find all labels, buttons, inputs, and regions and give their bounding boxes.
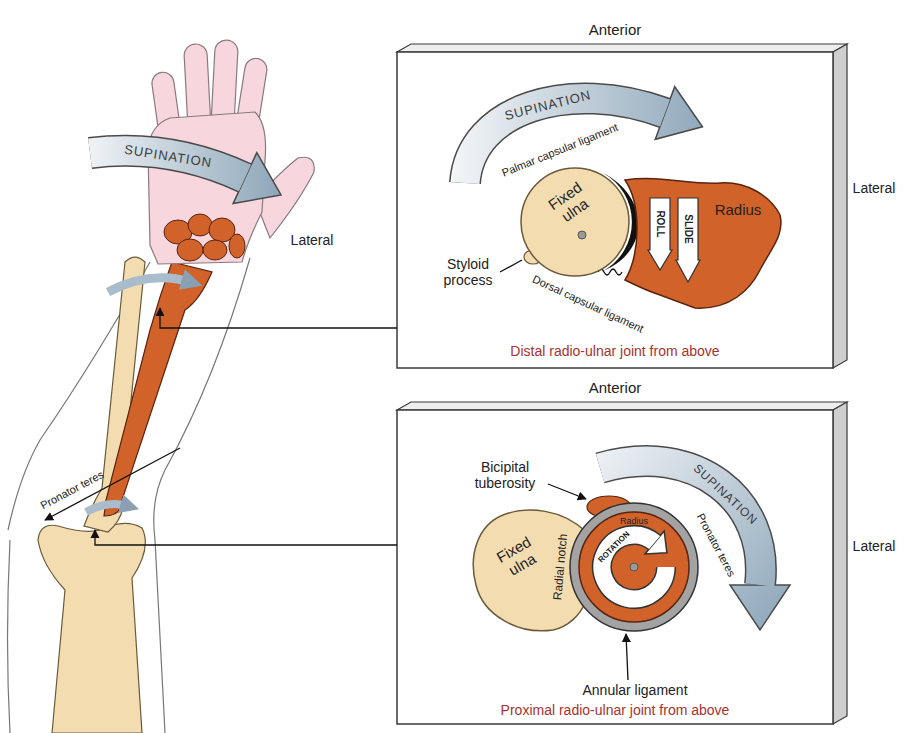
arm-illustration — [86, 504, 128, 512]
arm-illustration — [229, 234, 245, 258]
leader-line — [95, 260, 628, 680]
leader-line — [626, 634, 628, 680]
rotation-arrow — [586, 519, 682, 615]
panel-frame — [833, 44, 847, 368]
arrow-label: ROLL — [654, 210, 666, 237]
panel-frame — [833, 402, 847, 724]
supination-arrow — [80, 118, 290, 218]
direction-label: Lateral — [291, 232, 334, 248]
direction-label: Lateral — [853, 538, 896, 554]
direction-label: Lateral — [853, 180, 896, 196]
arm-illustration — [38, 523, 145, 733]
arm-illustration — [203, 240, 227, 260]
ulna-section — [521, 168, 629, 276]
roll-arrow — [648, 198, 672, 270]
supination-arrow: SUPINATION — [80, 118, 290, 218]
panel-frame — [397, 44, 847, 52]
leader-line — [500, 260, 522, 272]
panel-caption: Distal radio-ulnar joint from above — [510, 343, 719, 359]
rotation-arrow — [630, 563, 638, 571]
radius-section — [620, 175, 785, 315]
leader-line — [548, 484, 586, 499]
ulna-section — [473, 510, 585, 631]
panel-frame — [397, 52, 833, 368]
slide-arrow — [676, 198, 700, 282]
panel-frame — [397, 402, 847, 410]
part-label: Bicipital tuberosity — [455, 459, 555, 491]
joint-panel: AnteriorProximal radio-ulnar joint from … — [397, 410, 833, 724]
panel-heading: Anterior — [589, 379, 642, 396]
leader-line — [95, 530, 397, 545]
arrow-label: SLIDE — [682, 214, 694, 243]
radius-section — [570, 503, 698, 631]
arm-illustration — [164, 214, 245, 261]
part-label: Annular ligament — [582, 682, 687, 698]
panel-frame — [397, 44, 847, 724]
leader-line — [160, 308, 397, 328]
arm-illustration — [8, 540, 11, 733]
panel-heading: Anterior — [589, 21, 642, 38]
radius-section: RadiusROTATION — [564, 492, 704, 637]
arm-illustration — [108, 278, 190, 292]
panel-caption: Proximal radio-ulnar joint from above — [501, 702, 730, 718]
arm-illustration — [45, 448, 180, 520]
radius-section: RadiusROLL SLIDE — [620, 175, 785, 315]
slide-arrow: SLIDE — [676, 198, 700, 282]
arm-illustration — [8, 39, 315, 733]
panel-frame — [397, 410, 833, 724]
roll-arrow: ROLL — [648, 198, 672, 270]
radius-section — [579, 512, 689, 622]
arm-illustration — [188, 214, 212, 236]
supination-arrow — [730, 585, 790, 630]
part-label: Styloid process — [428, 256, 508, 288]
ulna-section — [578, 231, 586, 239]
bone-label: Radius — [715, 201, 762, 218]
rotation-arrow: ROTATION — [586, 519, 682, 615]
arm-illustration — [104, 262, 212, 516]
arm-illustration — [177, 239, 203, 261]
radius-section — [625, 179, 781, 309]
leader-line — [598, 269, 622, 275]
bone-label: Radius — [620, 515, 648, 525]
